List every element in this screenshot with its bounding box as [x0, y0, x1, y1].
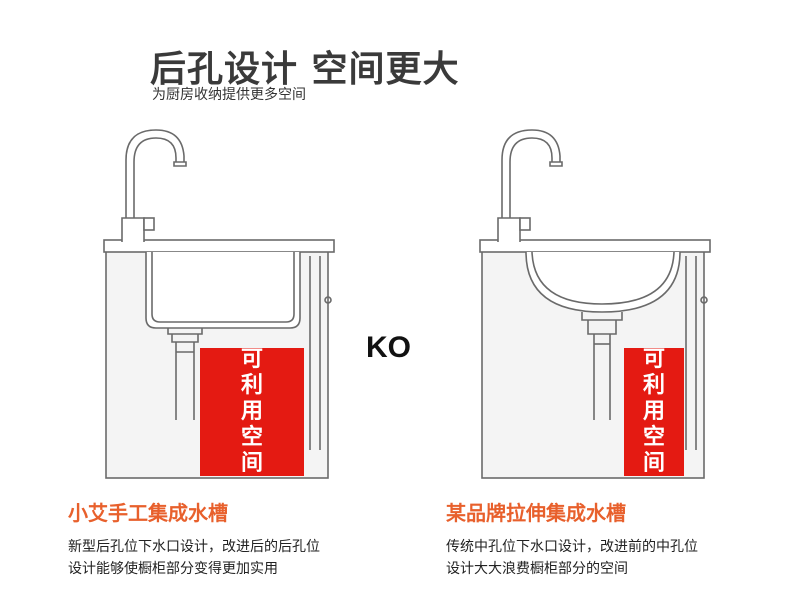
page-title: 后孔设计 空间更大 [150, 49, 460, 90]
left-caption-heading: 小艾手工集成水槽 [68, 501, 228, 525]
right-caption: 某品牌拉伸集成水槽 传统中孔位下水口设计，改进前的中孔位 设计大大浪费橱柜部分的… [446, 497, 786, 580]
space-char: 空 [642, 425, 665, 450]
space-char: 利 [240, 373, 263, 398]
right-sink-illustration: 可 利 用 空 间 [476, 120, 716, 480]
right-caption-heading: 某品牌拉伸集成水槽 [446, 501, 626, 525]
space-char: 利 [642, 373, 665, 398]
left-caption-line: 设计能够使橱柜部分变得更加实用 [68, 561, 278, 577]
space-char: 用 [642, 399, 665, 424]
space-char: 用 [240, 399, 263, 424]
space-char: 间 [240, 451, 263, 476]
space-char: 可 [642, 347, 665, 372]
page-subtitle: 为厨房收纳提供更多空间 [152, 87, 306, 103]
left-sink-illustration: 可 利 用 空 间 [100, 120, 340, 480]
space-char: 间 [642, 451, 665, 476]
left-usable-space-label: 可 利 用 空 间 [200, 347, 304, 476]
left-caption: 小艾手工集成水槽 新型后孔位下水口设计，改进后的后孔位 设计能够使橱柜部分变得更… [68, 497, 408, 580]
left-caption-line: 新型后孔位下水口设计，改进后的后孔位 [68, 539, 320, 555]
space-char: 可 [240, 347, 263, 372]
right-caption-line: 传统中孔位下水口设计，改进前的中孔位 [446, 539, 698, 555]
comparison-ko-label: KO [366, 331, 411, 364]
right-usable-space-label: 可 利 用 空 间 [624, 347, 684, 476]
space-char: 空 [240, 425, 263, 450]
right-caption-line: 设计大大浪费橱柜部分的空间 [446, 561, 628, 577]
